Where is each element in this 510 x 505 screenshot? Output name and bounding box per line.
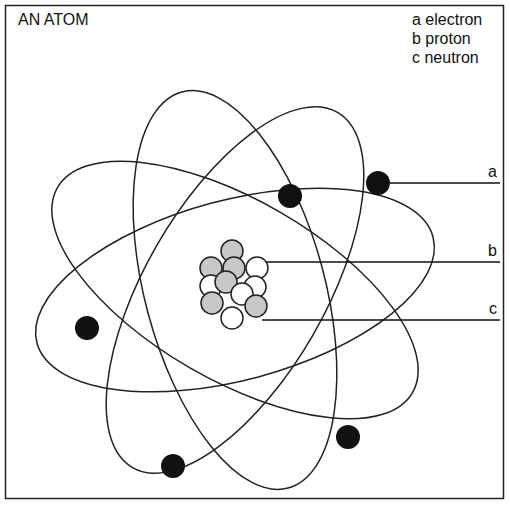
orbit xyxy=(12,110,457,471)
nucleus xyxy=(200,240,268,329)
electron xyxy=(336,425,360,449)
diagram-title: AN ATOM xyxy=(18,11,89,29)
leader-lines xyxy=(262,183,500,320)
key-entry: c neutron xyxy=(412,49,479,67)
leader-line xyxy=(262,319,500,321)
electron xyxy=(75,316,99,340)
orbit xyxy=(95,69,375,505)
electron xyxy=(278,184,302,208)
neutron xyxy=(221,307,243,329)
frame xyxy=(6,6,504,499)
electron xyxy=(161,454,185,478)
key-entry: a electron xyxy=(412,11,482,29)
key-entry: b proton xyxy=(412,30,471,48)
callout-letter: a xyxy=(488,163,497,181)
proton xyxy=(201,292,223,314)
electrons xyxy=(75,171,390,478)
proton xyxy=(245,295,267,317)
orbit xyxy=(55,67,416,505)
orbit xyxy=(14,150,457,430)
leader-line xyxy=(390,182,500,184)
callout-letter: b xyxy=(488,242,497,260)
leader-line xyxy=(262,261,500,263)
electron xyxy=(366,171,390,195)
callout-letter: c xyxy=(489,300,497,318)
orbits xyxy=(12,67,457,505)
